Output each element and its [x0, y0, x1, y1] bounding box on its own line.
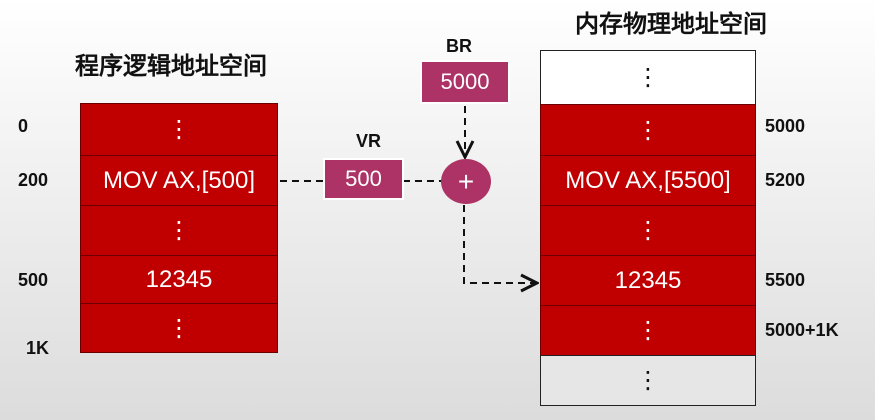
paddr-5500: 5500	[765, 270, 806, 290]
br-label: BR	[446, 36, 472, 56]
physical-cell-dots: ⋮	[540, 104, 756, 156]
physical-cell-data: 12345	[540, 255, 756, 306]
addr-1k: 1K	[26, 338, 50, 358]
physical-cell-dots: ⋮	[540, 205, 756, 256]
br-register: 5000	[422, 62, 508, 102]
logical-cell-dots: ⋮	[80, 303, 278, 353]
adder-icon: +	[441, 159, 491, 204]
paddr-5000: 5000	[765, 116, 806, 136]
addr-0: 0	[18, 116, 29, 136]
physical-cell-dots: ⋮	[540, 305, 756, 356]
logical-space-title: 程序逻辑地址空间	[75, 53, 267, 80]
logical-cell-dots: ⋮	[80, 103, 278, 156]
vr-register: 500	[325, 160, 402, 198]
logical-cell-instruction: MOV AX,[500]	[80, 155, 278, 206]
physical-cell-instruction: MOV AX,[5500]	[540, 155, 756, 206]
addr-200: 200	[18, 170, 49, 190]
vr-label: VR	[356, 131, 382, 151]
line-adder-to-memory	[463, 205, 537, 283]
addr-500: 500	[18, 270, 49, 290]
physical-cell-top: ⋮	[540, 50, 756, 105]
physical-cell-bottom: ⋮	[540, 355, 756, 406]
paddr-end: 5000+1K	[765, 320, 839, 340]
paddr-5200: 5200	[765, 170, 806, 190]
logical-cell-dots: ⋮	[80, 205, 278, 256]
physical-space-title: 内存物理地址空间	[575, 11, 767, 38]
logical-cell-data: 12345	[80, 255, 278, 304]
